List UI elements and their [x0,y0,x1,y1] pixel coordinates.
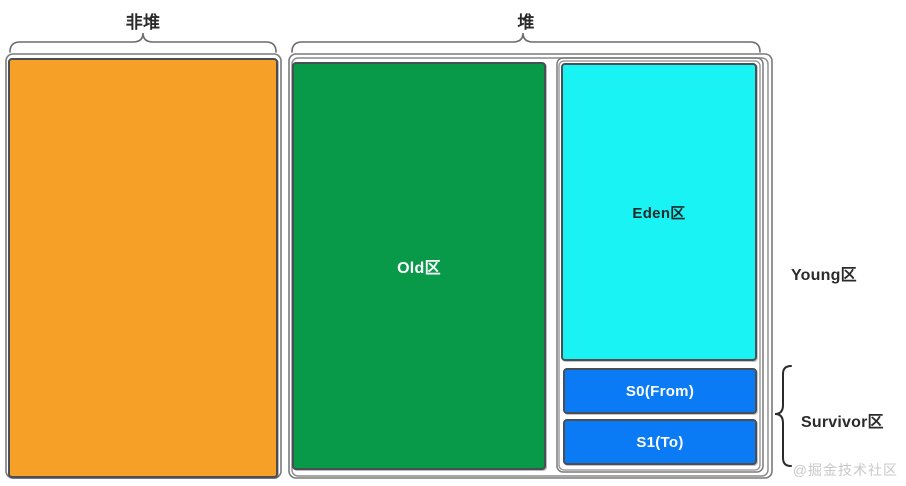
label-non-heap: 非堆 [125,13,161,32]
label-survivor: Survivor区 [801,414,884,431]
label-young-generation: Young区 [791,267,857,284]
block-s1-label: S1(To) [636,433,684,451]
block-eden[interactable]: Eden区 [561,63,757,361]
block-non-heap[interactable] [8,58,278,478]
block-old-generation[interactable]: Old区 [292,62,546,470]
non-heap-frame [5,53,282,479]
block-survivor-s1[interactable]: S1(To) [563,419,757,465]
watermark: @掘金技术社区 [792,462,898,478]
brace-heap [291,32,761,53]
young-frame-inner [558,60,761,471]
brace-non-heap [9,32,277,53]
block-s0-label: S0(From) [625,382,695,400]
young-frame-outer [556,57,764,473]
block-eden-label: Eden区 [632,204,686,222]
brace-survivor [774,365,792,467]
block-survivor-s0[interactable]: S0(From) [563,368,757,414]
heap-frame-outer [288,53,773,479]
label-heap: 堆 [517,13,535,32]
block-old-label: Old区 [397,260,441,277]
